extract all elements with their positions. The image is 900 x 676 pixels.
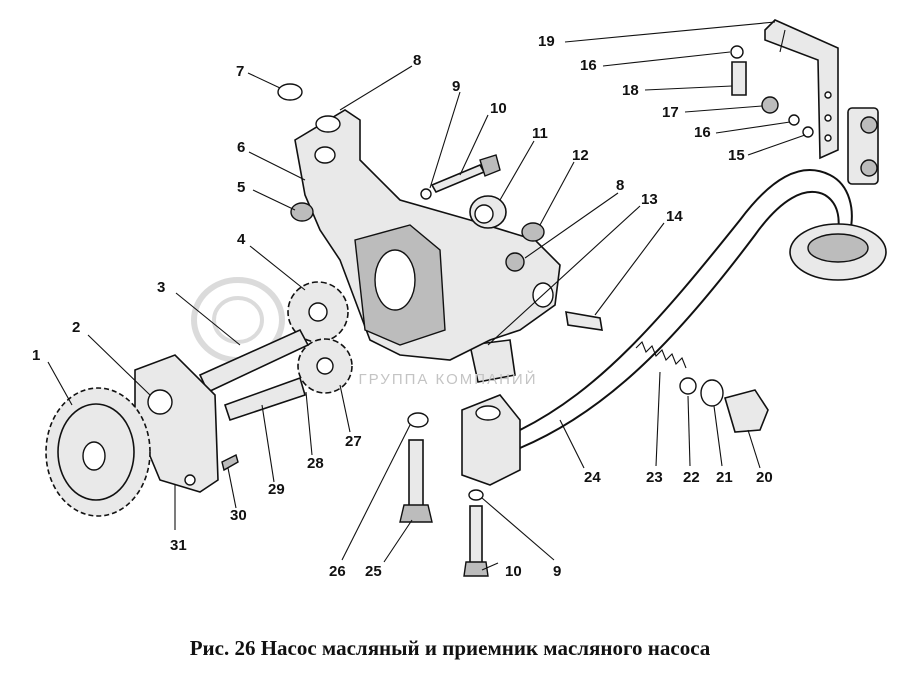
- washer-9-upper: [420, 188, 432, 200]
- callout-2: 2: [72, 319, 80, 336]
- callout-1: 1: [32, 347, 40, 364]
- callout-14: 14: [666, 208, 683, 225]
- callout-8-upper: 8: [413, 52, 421, 69]
- callout-26: 26: [329, 563, 346, 580]
- callout-31: 31: [170, 537, 187, 554]
- drive-gear-1: [45, 387, 151, 517]
- callout-16-upper: 16: [580, 57, 597, 74]
- callout-8-lower: 8: [616, 177, 624, 194]
- bolt-25: [408, 439, 424, 509]
- pump-body-6: [294, 109, 561, 361]
- shaft-29: [223, 376, 306, 422]
- washer-22: [679, 377, 697, 395]
- pump-gear-28: [297, 338, 353, 394]
- washer-9-lower: [468, 489, 484, 501]
- callout-4: 4: [237, 231, 246, 248]
- valve-14: [565, 311, 603, 331]
- callout-27: 27: [345, 433, 362, 450]
- callout-18: 18: [622, 82, 639, 99]
- callout-20: 20: [756, 469, 773, 486]
- callout-13: 13: [641, 191, 658, 208]
- callout-6: 6: [237, 139, 245, 156]
- pin-30: [221, 453, 239, 472]
- bolt-10-lower: [469, 505, 483, 565]
- callout-30: 30: [230, 507, 247, 524]
- washer-7: [277, 83, 303, 101]
- callout-16-lower: 16: [694, 124, 711, 141]
- washer-15: [802, 126, 814, 138]
- washer-26: [407, 412, 429, 428]
- callout-3: 3: [157, 279, 165, 296]
- callout-19: 19: [538, 33, 555, 50]
- callout-23: 23: [646, 469, 663, 486]
- bolt-10-upper: [430, 163, 486, 194]
- callout-9-lower: 9: [553, 563, 561, 580]
- oil-intake-tube-24: [461, 107, 887, 486]
- washer-16-upper: [730, 45, 744, 59]
- callout-17: 17: [662, 104, 679, 121]
- callout-22: 22: [683, 469, 700, 486]
- plug-5: [290, 202, 314, 222]
- callout-12: 12: [572, 147, 589, 164]
- nut-17: [761, 96, 779, 114]
- watermark-text: ГРУППА КОМПАНИЙ: [358, 371, 538, 388]
- callout-10-lower: 10: [505, 563, 522, 580]
- callout-5: 5: [237, 179, 245, 196]
- bolt-head-10-upper: [479, 154, 501, 177]
- washer-21: [700, 379, 724, 407]
- callout-11: 11: [532, 125, 548, 142]
- callout-28: 28: [307, 455, 324, 472]
- callout-9-upper: 9: [452, 78, 460, 95]
- spring-12: [521, 222, 545, 242]
- plug-20: [724, 389, 769, 433]
- callout-29: 29: [268, 481, 285, 498]
- callout-10-upper: 10: [490, 100, 507, 117]
- figure-caption: Рис. 26 Насос масляный и приемник маслян…: [189, 636, 711, 660]
- bracket-19: [764, 19, 839, 160]
- callout-7: 7: [236, 63, 244, 80]
- callout-15: 15: [728, 147, 745, 164]
- leader-lines: [47, 21, 806, 571]
- callout-24: 24: [584, 469, 601, 486]
- callout-numbers: 1 2 3 4 5 6 7 8 9 10 11 12 8 13 14 19 16…: [32, 33, 773, 580]
- callout-21: 21: [716, 469, 733, 486]
- washer-16-lower: [788, 114, 800, 126]
- spring-23: [635, 341, 687, 369]
- bolt-18: [731, 61, 747, 96]
- callout-25: 25: [365, 563, 382, 580]
